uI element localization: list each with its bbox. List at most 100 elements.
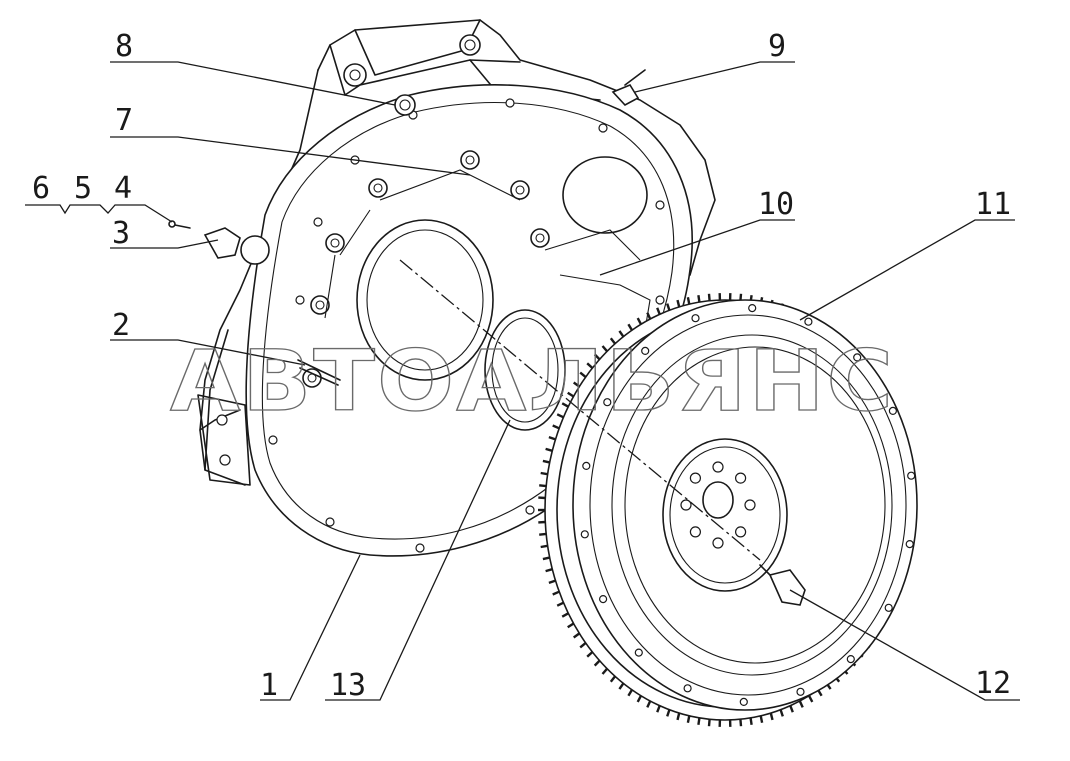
hub-hole bbox=[744, 499, 756, 511]
gear-tooth bbox=[572, 632, 581, 639]
gear-tooth bbox=[542, 556, 550, 561]
callout-13: 13 bbox=[330, 668, 366, 703]
gear-tooth bbox=[572, 381, 581, 388]
gear-tooth bbox=[676, 299, 681, 308]
flywheel-hole bbox=[598, 594, 608, 604]
leader-lines bbox=[25, 61, 1020, 701]
gear-tooth bbox=[697, 295, 701, 303]
gear-tooth bbox=[540, 471, 548, 476]
gear-tooth bbox=[739, 719, 743, 727]
gear-tooth bbox=[697, 717, 701, 725]
gear-tooth bbox=[567, 622, 575, 629]
callout-11: 11 bbox=[975, 187, 1011, 222]
gear-tooth bbox=[539, 484, 547, 488]
cover-plate bbox=[203, 227, 241, 259]
gear-tooth bbox=[636, 317, 643, 325]
gear-tooth bbox=[627, 689, 634, 697]
gear-tooth bbox=[540, 544, 548, 549]
gear-tooth bbox=[556, 413, 565, 419]
gear-tooth bbox=[552, 424, 560, 430]
gear-tooth bbox=[548, 435, 556, 441]
gear-tooth bbox=[646, 312, 652, 320]
callout-6: 6 bbox=[32, 171, 50, 206]
flywheel-hole bbox=[907, 471, 916, 480]
gear-tooth bbox=[561, 612, 569, 618]
gear-tooth bbox=[545, 447, 553, 452]
bolt-small bbox=[168, 220, 191, 229]
gear-tooth bbox=[539, 532, 547, 536]
hub-bolt-holes bbox=[680, 461, 756, 549]
hub-hole bbox=[734, 526, 747, 538]
gear-tooth bbox=[749, 717, 753, 725]
gear-tooth bbox=[636, 695, 643, 703]
callout-9: 9 bbox=[768, 29, 786, 64]
flywheel-hole bbox=[691, 314, 700, 323]
gear-tooth bbox=[567, 391, 575, 398]
gear-tooth bbox=[686, 715, 691, 723]
hub-hole bbox=[734, 472, 747, 484]
hub-hole bbox=[689, 472, 702, 484]
gear-tooth bbox=[586, 362, 594, 369]
flywheel-hole bbox=[748, 304, 757, 313]
flywheel-hole bbox=[846, 654, 855, 664]
callout-3: 3 bbox=[112, 216, 130, 251]
gear-tooth bbox=[807, 695, 814, 703]
hub-hole bbox=[689, 526, 702, 538]
watermark-text: АВТОАЛЬЯНС bbox=[170, 332, 895, 430]
gear-tooth bbox=[586, 651, 594, 658]
gear-tooth bbox=[579, 371, 587, 379]
flywheel-hole bbox=[683, 684, 692, 693]
flywheel-hole bbox=[796, 687, 805, 696]
flywheel-hole bbox=[739, 697, 748, 707]
gear-tooth bbox=[579, 641, 587, 649]
flywheel-hole bbox=[905, 539, 914, 549]
gear-tooth bbox=[609, 337, 617, 345]
gear-tooth bbox=[656, 307, 661, 315]
gear-tooth bbox=[676, 712, 681, 721]
flywheel-hole bbox=[641, 346, 650, 355]
callout-2: 2 bbox=[112, 308, 130, 343]
gear-tooth bbox=[618, 330, 625, 338]
callout-1: 1 bbox=[260, 668, 278, 703]
callout-7: 7 bbox=[115, 103, 133, 138]
gear-tooth bbox=[593, 659, 601, 667]
sensor-plug bbox=[611, 69, 646, 106]
gear-tooth bbox=[789, 705, 794, 713]
flywheel-hole bbox=[580, 530, 589, 539]
flywheel-hole bbox=[884, 603, 893, 612]
gear-tooth bbox=[601, 345, 609, 353]
dowel-pin bbox=[297, 359, 341, 386]
gear-tooth bbox=[646, 700, 652, 708]
flywheel-hole bbox=[888, 406, 898, 415]
gear-tooth bbox=[593, 353, 601, 361]
flywheel-hole bbox=[853, 353, 862, 362]
hub-hole bbox=[712, 461, 724, 473]
flywheel-hole bbox=[603, 398, 612, 407]
gear-tooth bbox=[779, 709, 784, 717]
callout-labels: 1 2 3 4 5 6 7 8 9 10 11 12 13 bbox=[32, 29, 1011, 703]
flywheel-hole bbox=[804, 317, 813, 326]
flywheel bbox=[538, 293, 918, 727]
gear-tooth bbox=[759, 715, 764, 723]
gear-tooth bbox=[656, 705, 661, 713]
callout-10: 10 bbox=[758, 187, 794, 222]
gear-tooth bbox=[545, 568, 553, 573]
gear-tooth bbox=[601, 667, 609, 675]
flywheel-hole bbox=[582, 461, 591, 470]
callout-8: 8 bbox=[115, 29, 133, 64]
callout-4: 4 bbox=[114, 171, 132, 206]
gear-tooth bbox=[542, 459, 550, 464]
gear-tooth bbox=[548, 579, 556, 585]
gear-tooth bbox=[609, 675, 617, 683]
gear-tooth bbox=[666, 303, 671, 311]
gear-tooth bbox=[556, 601, 565, 607]
callout-5: 5 bbox=[74, 171, 92, 206]
callout-12: 12 bbox=[975, 666, 1011, 701]
gear-tooth bbox=[561, 402, 569, 408]
flywheel-hole bbox=[634, 648, 643, 657]
gear-tooth bbox=[666, 709, 671, 717]
gear-tooth bbox=[618, 682, 625, 690]
gear-tooth bbox=[707, 293, 711, 301]
